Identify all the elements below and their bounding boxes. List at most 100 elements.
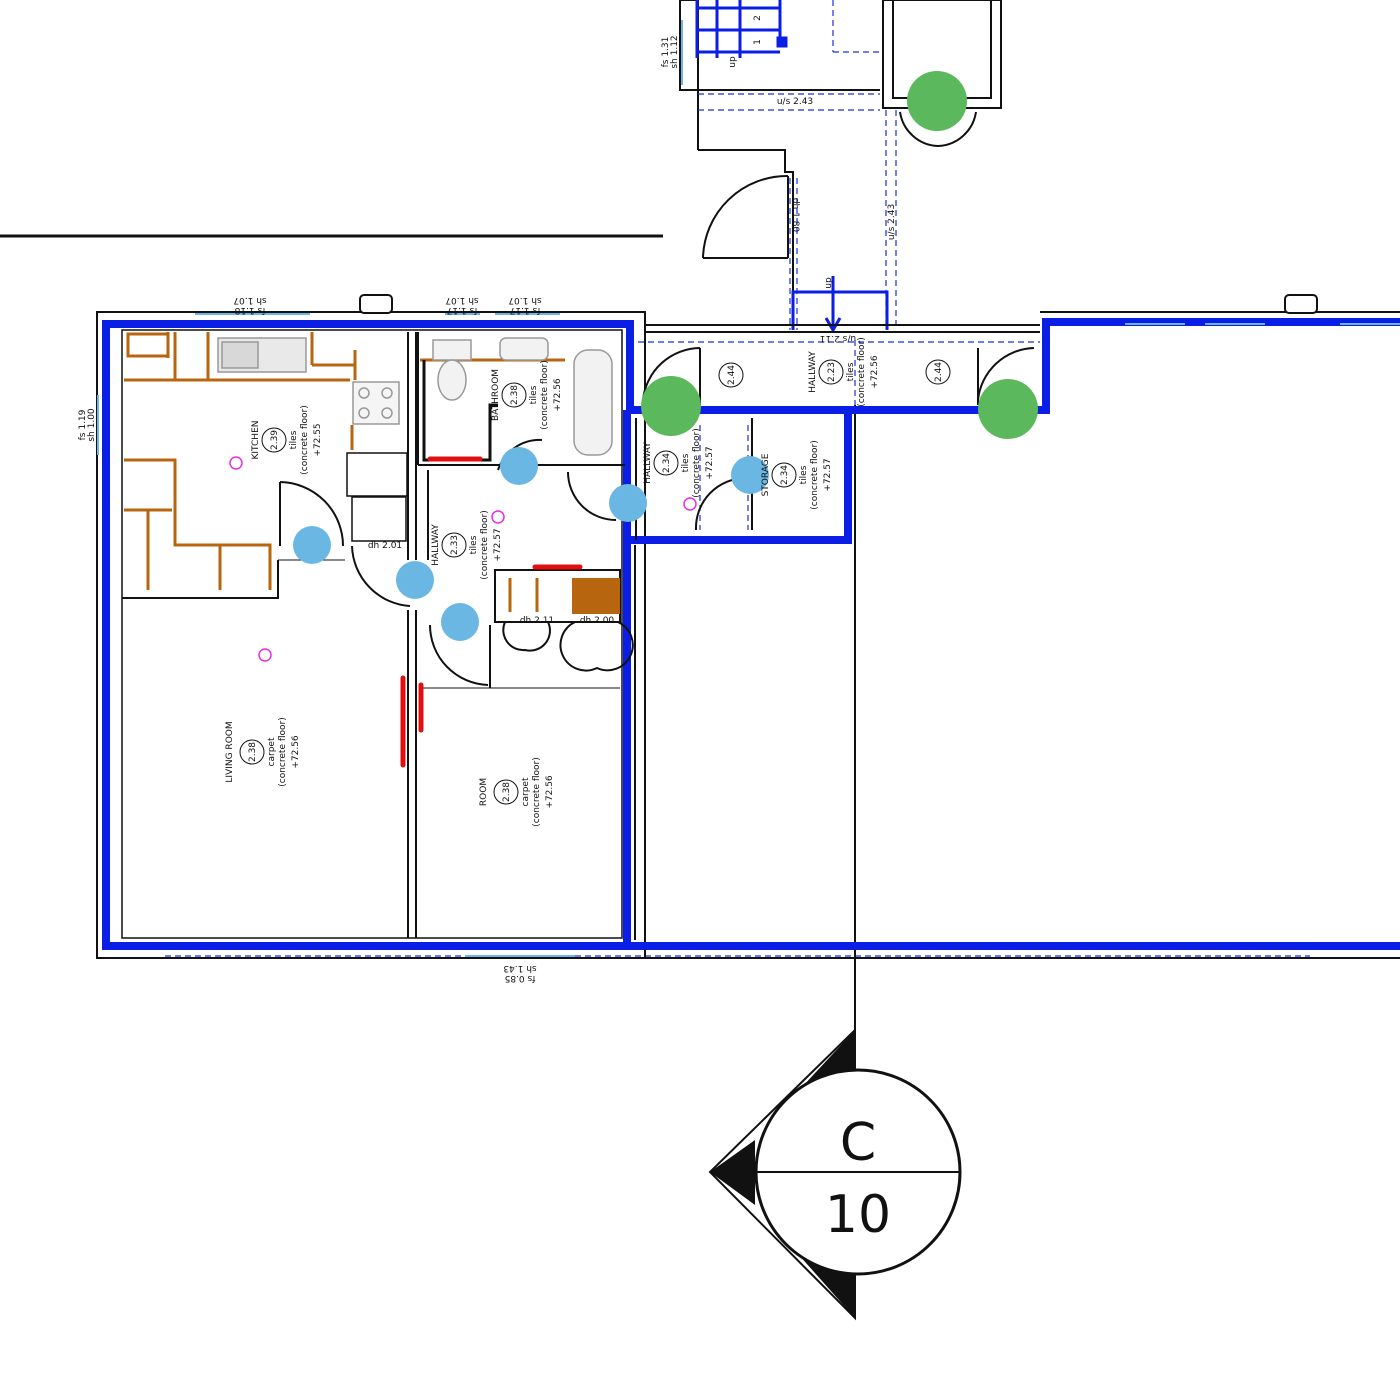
fridge-unit [346, 452, 408, 542]
section-number: 10 [825, 1185, 891, 1245]
svg-text:HALLWAY: HALLWAY [431, 524, 441, 566]
door-marker-hallway [609, 484, 647, 522]
svg-text:KITCHEN: KITCHEN [251, 421, 261, 460]
svg-text:fs 0.85: fs 0.85 [505, 973, 536, 983]
room-label-hallway-b: HALLWAY 2.34 tiles (concrete floor) +72.… [643, 428, 715, 497]
svg-text:2.44: 2.44 [934, 362, 944, 382]
stove [352, 381, 400, 425]
svg-text:+72.57: +72.57 [705, 446, 715, 479]
svg-text:(concrete floor): (concrete floor) [540, 360, 550, 429]
svg-text:dh 2.11: dh 2.11 [520, 616, 554, 626]
svg-text:2.34: 2.34 [662, 453, 672, 473]
wall-bumps [359, 294, 1318, 314]
sink [217, 337, 307, 373]
svg-text:tiles: tiles [529, 385, 539, 404]
svg-text:sh 1.07: sh 1.07 [233, 295, 266, 305]
svg-text:carpet: carpet [521, 777, 531, 806]
room-label-room: ROOM 2.38 carpet (concrete floor) +72.56 [479, 757, 555, 826]
highlighted-walls [102, 318, 1400, 950]
svg-text:+72.56: +72.56 [870, 355, 880, 389]
svg-text:(concrete floor): (concrete floor) [857, 337, 867, 406]
svg-text:up: up [728, 56, 738, 68]
svg-text:LIVING ROOM: LIVING ROOM [225, 721, 235, 782]
svg-text:(concrete floor): (concrete floor) [480, 510, 490, 579]
svg-text:tiles: tiles [469, 535, 479, 554]
upper-structure [0, 0, 1002, 330]
door-markers [293, 447, 769, 641]
shower-tray [422, 360, 498, 462]
room-label-hallway-a: HALLWAY 2.33 tiles (concrete floor) +72.… [431, 510, 503, 579]
svg-text:u/s 2.43: u/s 2.43 [887, 204, 897, 240]
exit-marker-left [641, 376, 701, 436]
svg-text:2.34: 2.34 [780, 465, 790, 485]
svg-text:up: up [824, 277, 834, 289]
bathroom-fixtures [420, 337, 613, 456]
svg-text:tiles: tiles [846, 362, 856, 381]
svg-text:BATHROOM: BATHROOM [491, 369, 501, 421]
room-label-kitchen: KITCHEN 2.39 tiles (concrete floor) +72.… [251, 405, 323, 474]
svg-text:STORAGE: STORAGE [761, 453, 771, 496]
door-marker-bathroom [500, 447, 538, 485]
svg-text:2: 2 [753, 15, 763, 21]
svg-text:2.38: 2.38 [248, 742, 258, 762]
svg-text:sh 1.12: sh 1.12 [670, 35, 680, 68]
svg-text:2.38: 2.38 [510, 385, 520, 405]
svg-text:+72.55: +72.55 [313, 423, 323, 456]
svg-text:u/s 2.11: u/s 2.11 [820, 333, 856, 343]
svg-text:dh 2.01: dh 2.01 [368, 541, 402, 551]
svg-text:HALLWAY: HALLWAY [643, 442, 653, 484]
svg-text:+72.56: +72.56 [291, 735, 301, 769]
svg-text:+72.57: +72.57 [493, 528, 503, 561]
svg-text:(concrete floor): (concrete floor) [532, 757, 542, 826]
svg-text:sh 1.07: sh 1.07 [508, 295, 541, 305]
svg-text:2.39: 2.39 [270, 430, 280, 450]
svg-text:+72.56: +72.56 [553, 378, 563, 412]
svg-text:fs 1.18: fs 1.18 [234, 305, 265, 315]
svg-text:HALLWAY: HALLWAY [808, 351, 818, 393]
kitchen-cabinets [124, 332, 357, 590]
cupboard [508, 578, 620, 614]
svg-text:ROOM: ROOM [479, 778, 489, 806]
exit-marker-top [907, 71, 967, 131]
svg-text:+72.56: +72.56 [545, 775, 555, 809]
staircase [695, 0, 788, 58]
svg-text:fs 1.17: fs 1.17 [510, 305, 541, 315]
door-marker-hall [396, 561, 434, 599]
svg-text:(concrete floor): (concrete floor) [692, 428, 702, 497]
point-markers [229, 456, 697, 662]
svg-text:+72.57: +72.57 [823, 458, 833, 491]
svg-text:2.44: 2.44 [727, 365, 737, 385]
exit-markers [641, 71, 1038, 439]
outer-walls [96, 311, 1400, 1030]
door-marker-kitchen [293, 526, 331, 564]
svg-text:u/s 2.43: u/s 2.43 [777, 97, 813, 107]
svg-text:2.38: 2.38 [502, 782, 512, 802]
svg-text:2.23: 2.23 [827, 362, 837, 382]
svg-text:(concrete floor): (concrete floor) [810, 440, 820, 509]
window-markers [97, 20, 1400, 957]
svg-text:carpet: carpet [267, 737, 277, 766]
ceiling-height-right: 2.44 [925, 359, 951, 385]
ceiling-height-left: 2.44 [718, 362, 744, 388]
svg-text:(concrete floor): (concrete floor) [300, 405, 310, 474]
exit-marker-right [978, 379, 1038, 439]
door-marker-room [441, 603, 479, 641]
room-label-hallway-c: HALLWAY 2.23 tiles (concrete floor) +72.… [808, 337, 880, 406]
door-marker-storage [731, 456, 769, 494]
svg-text:2.33: 2.33 [450, 535, 460, 555]
radiators [400, 456, 583, 768]
svg-text:dh 2.00: dh 2.00 [580, 616, 615, 626]
svg-text:tiles: tiles [681, 453, 691, 472]
svg-text:sh 1.43: sh 1.43 [503, 963, 536, 973]
svg-text:fs 1.19: fs 1.19 [78, 409, 88, 440]
svg-text:sh 1.07: sh 1.07 [445, 295, 478, 305]
svg-text:(concrete floor): (concrete floor) [278, 717, 288, 786]
section-letter: C [840, 1113, 876, 1173]
dimension-notes: sh 1.07 fs 1.18 sh 1.07 fs 1.17 sh 1.07 … [78, 15, 897, 983]
section-marker: C 10 [708, 1027, 962, 1321]
svg-text:1: 1 [753, 39, 763, 45]
svg-text:tiles: tiles [289, 430, 299, 449]
entry-stair-arrow [791, 276, 889, 333]
svg-text:tiles: tiles [799, 465, 809, 484]
